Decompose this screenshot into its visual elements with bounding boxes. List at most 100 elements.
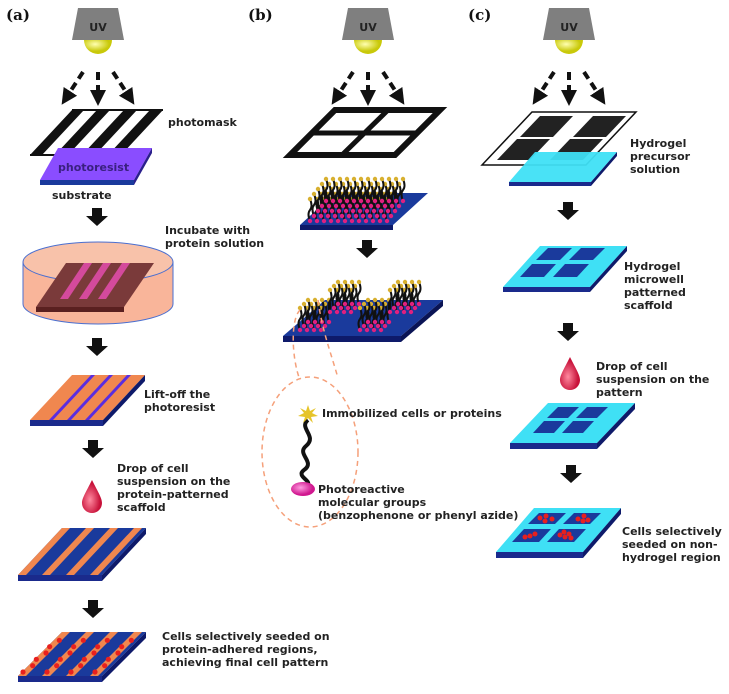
- molecule-chain: [372, 178, 378, 202]
- molecule-chain: [327, 289, 333, 313]
- immobilized-protein: [305, 297, 311, 303]
- molecule-chain: [391, 285, 397, 309]
- photoreactive-group: [351, 198, 357, 204]
- photoreactive-group: [356, 218, 362, 224]
- photoreactive-group: [305, 319, 311, 325]
- photoreactive-group: [386, 319, 392, 325]
- photoreactive-group: [357, 208, 363, 214]
- cell-dot: [104, 637, 110, 643]
- substrate-label: substrate: [52, 189, 112, 202]
- cell-dot: [54, 663, 60, 669]
- molecule-chain: [307, 198, 313, 222]
- photoreactive-group: [386, 198, 392, 204]
- photoreactive-group: [341, 309, 347, 315]
- uv-label-a: UV: [89, 21, 107, 34]
- step-incubate-label: Incubate with protein solution: [165, 224, 265, 250]
- photoreactive-group: [323, 198, 329, 204]
- immobilized-protein: [307, 196, 313, 202]
- photoreactive-group: [349, 301, 355, 307]
- cell-dot: [80, 637, 86, 643]
- cell-dot: [92, 669, 98, 675]
- patterned-substrate-icon: [30, 375, 145, 426]
- photoreactive-group: [314, 218, 320, 224]
- immobilized-protein: [395, 279, 401, 285]
- immobilized-protein: [400, 176, 406, 182]
- cell-dot: [68, 669, 74, 675]
- photoreactive-group: [337, 198, 343, 204]
- photoreactive-group: [391, 305, 397, 311]
- photoreactive-group: [322, 208, 328, 214]
- photoreactive-group: [371, 208, 377, 214]
- immobilized-protein: [312, 297, 318, 303]
- droplet-icon: [82, 480, 102, 513]
- molecule-chain: [344, 178, 350, 202]
- immobilized-protein: [337, 176, 343, 182]
- molecule-chain: [365, 299, 371, 323]
- panel-label-a: (a): [6, 6, 30, 24]
- photoreactive-group: [328, 218, 334, 224]
- uv-lamp-icon: [543, 8, 595, 54]
- cell-dot: [81, 656, 87, 662]
- photoreactive-group: [311, 327, 317, 333]
- zoom-callout-icon: [261, 299, 359, 528]
- photoreactive-group: [401, 309, 407, 315]
- photoreactive-group: [342, 218, 348, 224]
- photoreactive-group: [377, 218, 383, 224]
- molecule-chain: [301, 303, 307, 327]
- immobilized-protein: [311, 191, 317, 197]
- arrow-down-icon: [557, 202, 579, 220]
- photoreactive-group: [395, 301, 401, 307]
- photoreactive-group: [347, 203, 353, 209]
- photoreactive-group: [331, 305, 337, 311]
- immobilized-protein: [319, 181, 325, 187]
- immobilized-protein: [409, 279, 415, 285]
- cell-dot: [43, 650, 49, 656]
- cell-seeded-microwell-icon: [496, 508, 621, 558]
- cell-dot: [47, 644, 53, 650]
- photoreactive-group: [356, 301, 362, 307]
- photoreactive-group: [365, 198, 371, 204]
- photoreactive-group: [334, 309, 340, 315]
- photoreactive-group: [361, 203, 367, 209]
- photoreactive-group: [333, 203, 339, 209]
- step-final-label-c: Cells selectively seeded on non- hydroge…: [622, 525, 722, 564]
- molecule-chain: [349, 281, 355, 305]
- photoreactive-group: [349, 218, 355, 224]
- immobilized-protein: [319, 297, 325, 303]
- cell-patterned-scaffold-icon: [18, 632, 146, 682]
- photoreactive-group: [375, 203, 381, 209]
- photoreactive-group: [345, 305, 351, 311]
- photoreactive-group: [315, 323, 321, 329]
- photoreactive-group: [389, 203, 395, 209]
- photoreactive-group: [392, 208, 398, 214]
- photoreactive-group: [336, 208, 342, 214]
- arrow-down-icon: [86, 338, 108, 356]
- photoreactive-group: [326, 203, 332, 209]
- immobilized-protein: [386, 176, 392, 182]
- panel-label-c: (c): [468, 6, 492, 24]
- photoreactive-group: [344, 198, 350, 204]
- photoreactive-group: [311, 213, 317, 219]
- molecule-chain: [357, 307, 363, 331]
- photoreactive-group: [375, 323, 381, 329]
- immobilized-protein: [365, 297, 371, 303]
- photoreactive-group: [353, 213, 359, 219]
- photoreactive-group: [394, 309, 400, 315]
- arrow-down-icon: [82, 440, 104, 458]
- cell-dot: [20, 669, 26, 675]
- photoreactive-group: [307, 218, 313, 224]
- hydrogel-microwell-icon: [503, 246, 627, 292]
- cell-dot: [128, 637, 134, 643]
- photoreactive-group: [318, 327, 324, 333]
- photoresist-substrate-icon: [40, 148, 152, 185]
- molecule-chain: [416, 281, 422, 305]
- photoreactive-group: [382, 323, 388, 329]
- cell-dot: [30, 663, 36, 669]
- photoreactive-group: [412, 305, 418, 311]
- cell-dot: [105, 656, 111, 662]
- uv-label-c: UV: [560, 21, 578, 34]
- photoreactive-group: [381, 213, 387, 219]
- photoreactive-group: [361, 323, 367, 329]
- photoreactive-group: [312, 319, 318, 325]
